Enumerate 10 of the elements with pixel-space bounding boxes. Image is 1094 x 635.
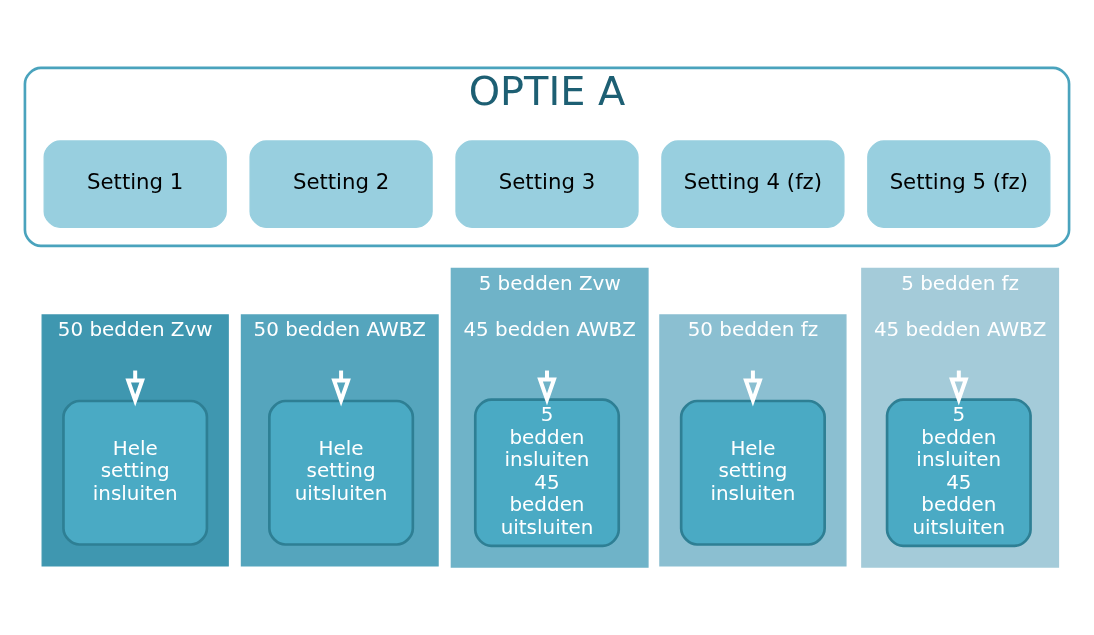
node-box: Setting 3 [455,140,639,228]
node-box: 5 bedden insluiten 45 bedden uitsluiten [473,398,621,548]
node-box: Setting 1 [43,140,227,228]
node-box: 5 bedden insluiten 45 bedden uitsluiten [885,398,1032,548]
node-box: Setting 2 [249,140,433,228]
node-box: Setting 4 (fz) [661,140,845,228]
node-box: Hele setting insluiten [62,399,209,546]
node-box: Hele setting uitsluiten [268,399,415,546]
node-box: Hele setting insluiten [679,399,826,546]
node-box: Setting 5 (fz) [867,140,1051,228]
